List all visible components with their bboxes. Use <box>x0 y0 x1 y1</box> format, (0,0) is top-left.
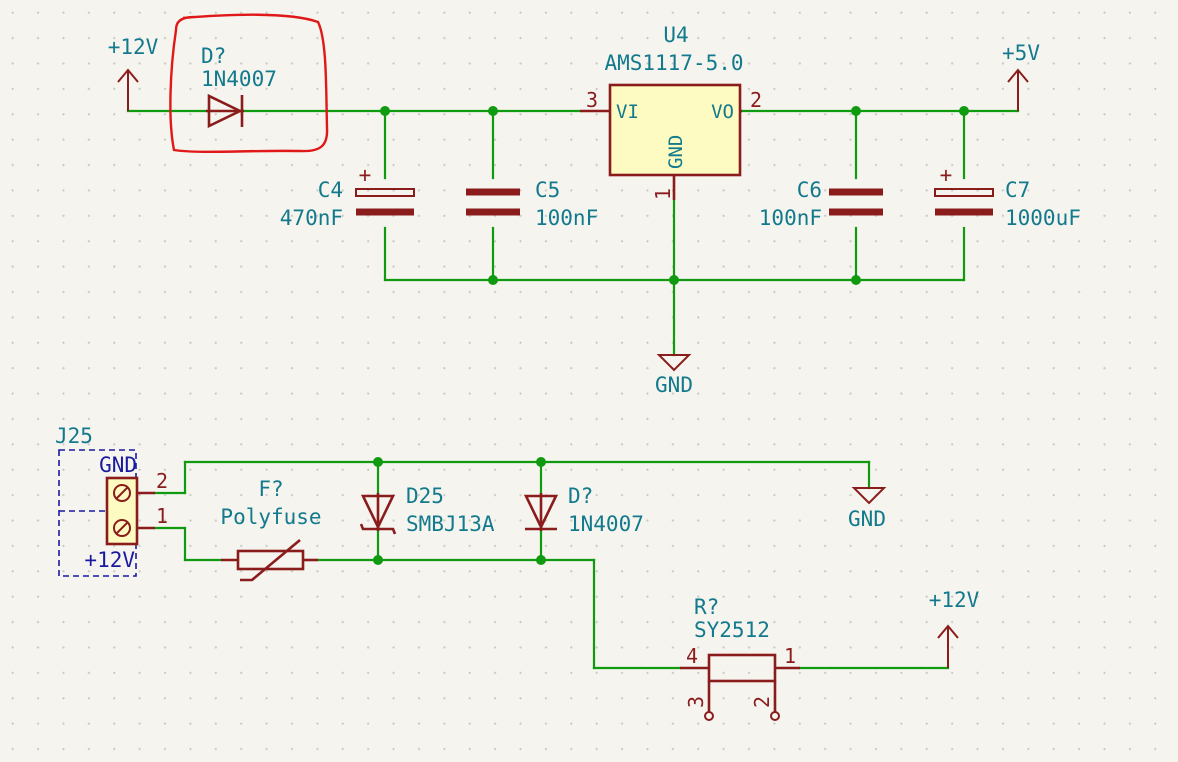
capacitor-c4[interactable]: + C4 470nF <box>280 163 415 230</box>
power-port-5v[interactable]: +5V <box>1002 41 1040 111</box>
diode-d-clamp[interactable]: D? 1N4007 <box>523 484 644 536</box>
c4-polarity-mark: + <box>359 163 372 187</box>
j25-body <box>105 476 139 546</box>
resistor-r-sense[interactable]: R? SY2512 4 1 3 2 <box>680 595 800 721</box>
diode-d-rev[interactable]: D? 1N4007 <box>201 44 277 129</box>
d-clamp-ref: D? <box>568 484 593 508</box>
c4-value: 470nF <box>280 206 343 230</box>
capacitor-c5[interactable]: C5 100nF <box>466 178 598 230</box>
c4-plus-plate <box>355 188 415 197</box>
connector-j25[interactable]: J25 GND +12V 2 1 <box>55 424 168 577</box>
u4-value: AMS1117-5.0 <box>604 51 743 75</box>
top-junctions <box>380 106 969 285</box>
c5-value: 100nF <box>535 206 598 230</box>
r-sense-ref: R? <box>694 595 719 619</box>
fuse-ref: F? <box>258 477 283 501</box>
j25-pin2-number: 2 <box>156 469 168 493</box>
fuse-polyfuse[interactable]: F? Polyfuse <box>220 477 322 582</box>
r-sense-pin1-number: 1 <box>784 644 796 668</box>
regulator-u4[interactable]: U4 AMS1117-5.0 VI VO GND 3 2 1 <box>580 23 762 200</box>
power-port-12v-bottom[interactable]: +12V <box>929 588 980 668</box>
c6-value: 100nF <box>759 206 822 230</box>
d25-value: SMBJ13A <box>406 512 495 536</box>
diode-d25-tvs[interactable]: D25 SMBJ13A <box>359 484 495 536</box>
u4-ref: U4 <box>663 23 688 47</box>
c6-ref: C6 <box>797 178 822 202</box>
u4-pin-2-number: 2 <box>750 88 762 112</box>
c7-polarity-mark: + <box>940 163 953 187</box>
j25-pin1-number: 1 <box>156 504 168 528</box>
j25-pin1-label: +12V <box>84 548 135 572</box>
power-label-5v: +5V <box>1002 41 1040 65</box>
u4-pin-3-number: 3 <box>586 88 598 112</box>
r-sense-pin2-number: 2 <box>750 696 774 708</box>
gnd-symbol-bottom[interactable]: GND <box>848 487 887 531</box>
c5-ref: C5 <box>535 178 560 202</box>
capacitor-c6[interactable]: C6 100nF <box>759 178 883 230</box>
u4-pin-1-number: 1 <box>651 188 675 200</box>
r-sense-value: SY2512 <box>694 618 770 642</box>
u4-pin-gnd-label: GND <box>665 135 687 169</box>
gnd-label-top: GND <box>655 373 693 397</box>
capacitor-c7[interactable]: + C7 1000uF <box>934 163 1081 230</box>
r-sense-pin4-number: 4 <box>686 644 698 668</box>
fuse-value: Polyfuse <box>220 505 321 529</box>
d25-ref: D25 <box>406 484 444 508</box>
j25-ref: J25 <box>55 424 93 448</box>
c4-ref: C4 <box>318 178 343 202</box>
power-label-12v-bottom: +12V <box>929 588 980 612</box>
c7-plus-plate <box>934 188 994 197</box>
highlight-annotation <box>169 13 329 154</box>
gnd-label-bottom: GND <box>848 507 886 531</box>
j25-pin2-label: GND <box>99 453 137 477</box>
u4-pin-vi-label: VI <box>616 101 639 123</box>
c7-value: 1000uF <box>1005 206 1081 230</box>
bottom-junctions <box>373 457 546 565</box>
diode-d-rev-ref: D? <box>201 44 226 68</box>
gnd-symbol-top[interactable]: GND <box>655 354 693 397</box>
diode-d-rev-value: 1N4007 <box>201 67 277 91</box>
u4-pin-vo-label: VO <box>711 101 734 123</box>
power-label-12v-top: +12V <box>108 35 159 59</box>
top-wires <box>126 109 1020 357</box>
r-sense-pin3-number: 3 <box>684 696 708 708</box>
c7-ref: C7 <box>1005 178 1030 202</box>
d-clamp-value: 1N4007 <box>568 512 644 536</box>
power-port-12v-top[interactable]: +12V <box>108 35 159 111</box>
bottom-wires <box>153 460 950 670</box>
